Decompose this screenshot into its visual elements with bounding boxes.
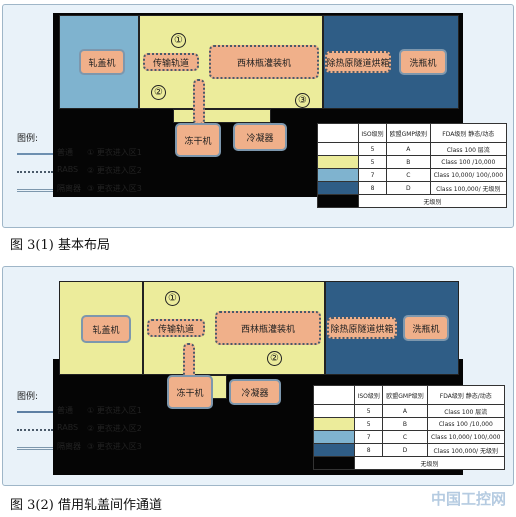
table-header [317, 123, 359, 143]
vial-washer: 洗瓶机 [399, 49, 447, 75]
conveyor-track: 传输轨道 [147, 319, 205, 337]
lyo-connector [193, 79, 205, 125]
depyrogenation-tunnel: 除热原隧道烘箱 [327, 317, 397, 339]
table-header: ISO级别 [357, 123, 388, 143]
diagram-2-panel: 轧盖机 传输轨道 西林瓶灌装机 除热原隧道烘箱 洗瓶机 冻干机 冷凝器 ① ② … [2, 266, 514, 486]
table-header: FDA级别 静态/动态 [426, 385, 506, 405]
freeze-dryer: 冻干机 [167, 375, 213, 409]
legend-title: 图例: [17, 134, 39, 144]
legend-isolator-label: 隔离器 [57, 184, 81, 193]
freeze-dryer: 冻干机 [175, 123, 221, 157]
table-header: 欧盟GMP级别 [386, 123, 431, 143]
table-row: 无级别 [313, 456, 505, 470]
legend-line-rabs [17, 429, 53, 431]
lower-corridor [173, 109, 271, 123]
table-header: FDA级别 静态/动态 [429, 123, 508, 143]
figure-caption-1: 图 3(1) 基本布局 [10, 238, 110, 253]
capping-machine: 轧盖机 [79, 49, 125, 75]
legend-zone-1: ① 更衣进入区1 [87, 148, 142, 157]
capping-machine: 轧盖机 [81, 315, 131, 343]
legend-line-normal [17, 411, 53, 413]
table-header: ISO级别 [353, 385, 384, 405]
condenser: 冷凝器 [233, 123, 287, 151]
legend-zone-2: ② 更衣进入区2 [87, 166, 142, 175]
table-row: 无级别 [317, 194, 507, 208]
legend-title: 图例: [17, 392, 39, 402]
vial-filling-machine: 西林瓶灌装机 [209, 45, 319, 79]
legend-rabs-label: RABS [57, 165, 79, 174]
conveyor-track: 传输轨道 [143, 53, 199, 71]
legend-zone-3: ③ 更衣进入区3 [87, 442, 142, 451]
table-header: 欧盟GMP级别 [382, 385, 428, 405]
legend-zone-3: ③ 更衣进入区3 [87, 184, 142, 193]
legend-normal-label: 普通 [57, 148, 73, 157]
legend-line-normal [17, 153, 53, 155]
legend-normal-label: 普通 [57, 406, 73, 415]
legend-line-rabs [17, 171, 53, 173]
vial-filling-machine: 西林瓶灌装机 [215, 311, 321, 345]
zone-marker-1: ① [165, 291, 180, 306]
zone-marker-1: ① [171, 33, 186, 48]
legend-rabs-label: RABS [57, 423, 79, 432]
figure-caption-2: 图 3(2) 借用轧盖间作通道 [10, 498, 162, 513]
lyo-connector [183, 343, 195, 379]
table-header [313, 385, 355, 405]
legend-isolator-label: 隔离器 [57, 442, 81, 451]
legend-zone-2: ② 更衣进入区2 [87, 424, 142, 433]
diagram-1-panel: 轧盖机 传输轨道 西林瓶灌装机 除热原隧道烘箱 洗瓶机 冻干机 冷凝器 ① ② … [2, 4, 514, 228]
legend-line-isolator [17, 189, 53, 192]
zone-marker-2: ② [267, 351, 282, 366]
legend-zone-1: ① 更衣进入区1 [87, 406, 142, 415]
depyrogenation-tunnel: 除热原隧道烘箱 [325, 51, 391, 73]
zone-marker-2: ② [151, 85, 166, 100]
zone-marker-3: ③ [295, 93, 310, 108]
watermark-logo: 中国工控网 [430, 490, 506, 508]
vial-washer: 洗瓶机 [403, 315, 449, 341]
legend-line-isolator [17, 447, 53, 450]
condenser: 冷凝器 [229, 379, 281, 405]
